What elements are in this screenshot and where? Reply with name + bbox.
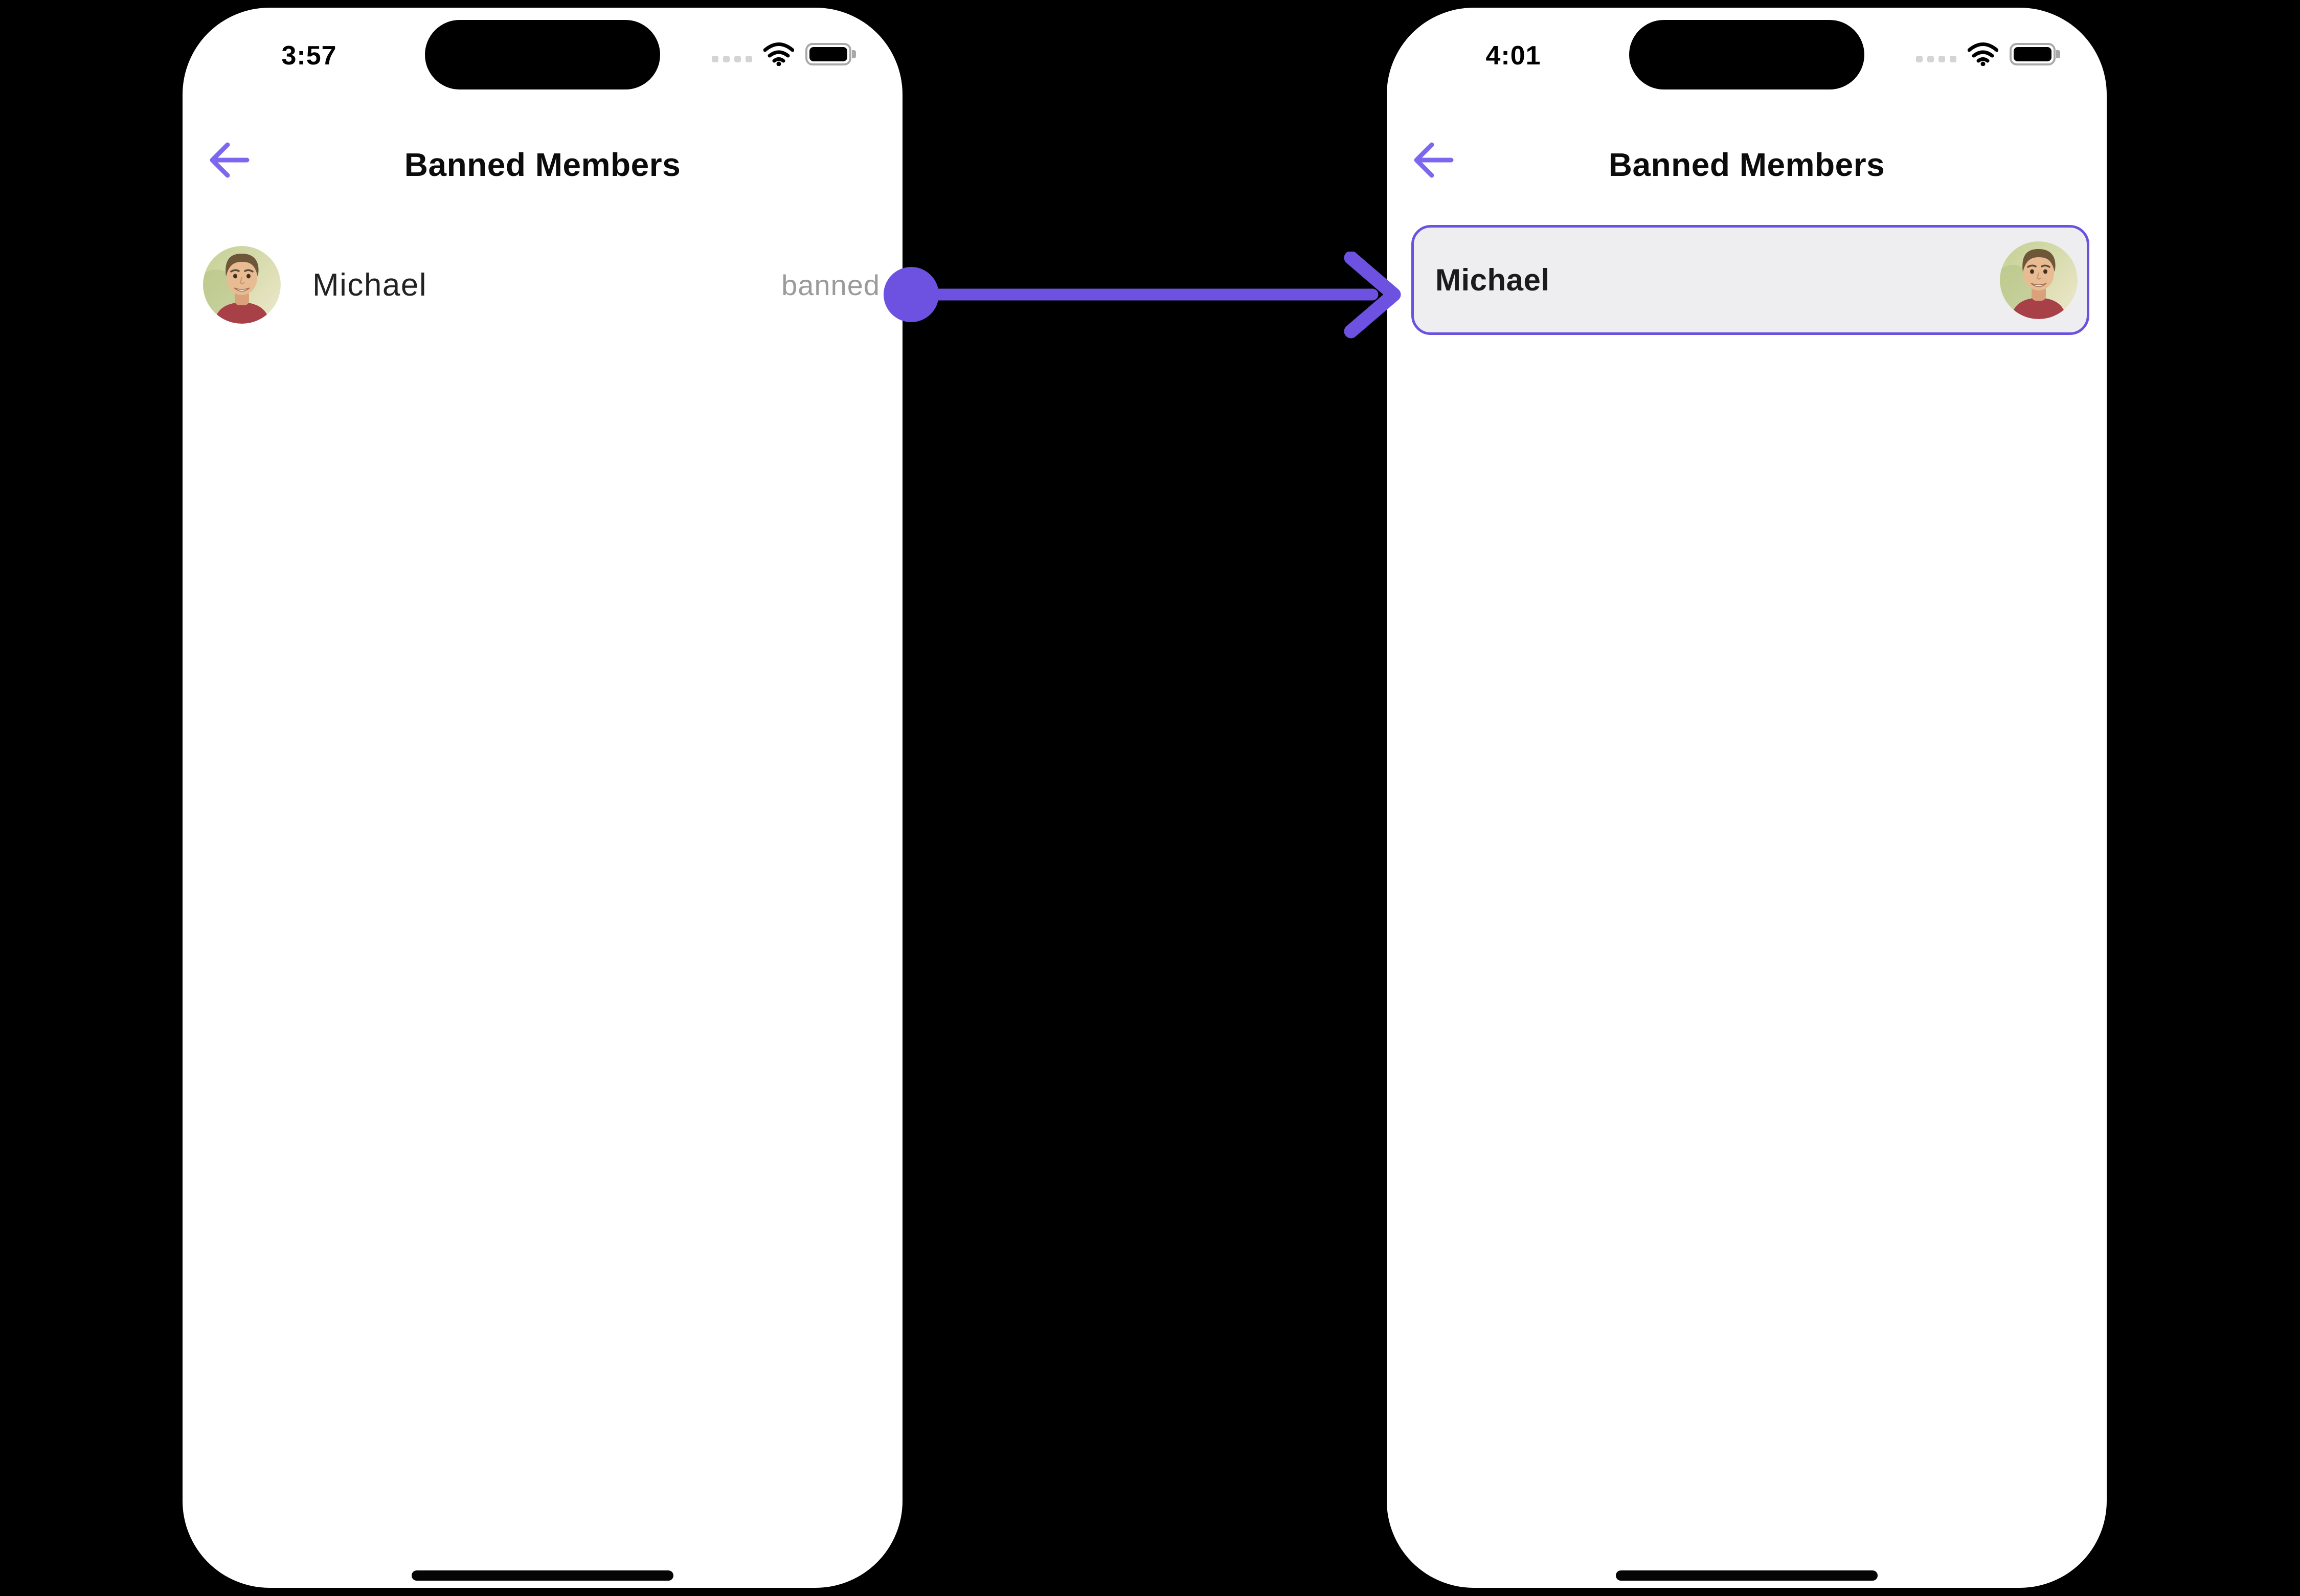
michael-avatar bbox=[203, 246, 281, 324]
status-time: 3:57 bbox=[281, 41, 337, 71]
cellular-signal-dots-icon bbox=[1916, 55, 1956, 62]
wifi-icon bbox=[1968, 42, 1998, 66]
member-name: Michael bbox=[1435, 263, 1550, 297]
right-phone-mockup: 4:01 Banned Me bbox=[1387, 8, 2107, 1588]
banned-member-row[interactable]: Michael banned bbox=[183, 246, 903, 324]
banned-status-label: banned bbox=[781, 268, 880, 301]
back-button[interactable] bbox=[203, 137, 254, 184]
cellular-signal-dots-icon bbox=[712, 55, 752, 62]
back-button[interactable] bbox=[1407, 137, 1458, 184]
member-name: Michael bbox=[312, 267, 427, 303]
wifi-icon bbox=[763, 42, 794, 66]
arrow-left-icon bbox=[210, 142, 250, 178]
left-phone-mockup: 3:57 Banned Me bbox=[183, 8, 903, 1588]
status-time: 4:01 bbox=[1485, 41, 1541, 71]
home-indicator[interactable] bbox=[412, 1570, 673, 1581]
page-title: Banned Members bbox=[404, 146, 681, 183]
status-icons bbox=[1916, 41, 2060, 67]
battery-icon bbox=[2010, 43, 2060, 65]
battery-icon bbox=[805, 43, 856, 65]
dynamic-island bbox=[425, 20, 660, 89]
banned-member-row-selected[interactable]: Michael bbox=[1411, 225, 2089, 335]
arrow-left-icon bbox=[1414, 142, 1454, 178]
dynamic-island bbox=[1629, 20, 1864, 89]
michael-avatar bbox=[2000, 241, 2078, 319]
home-indicator[interactable] bbox=[1616, 1570, 1878, 1581]
page-title: Banned Members bbox=[1608, 146, 1885, 183]
flow-arrow-icon bbox=[884, 252, 1401, 339]
status-icons bbox=[712, 41, 856, 67]
